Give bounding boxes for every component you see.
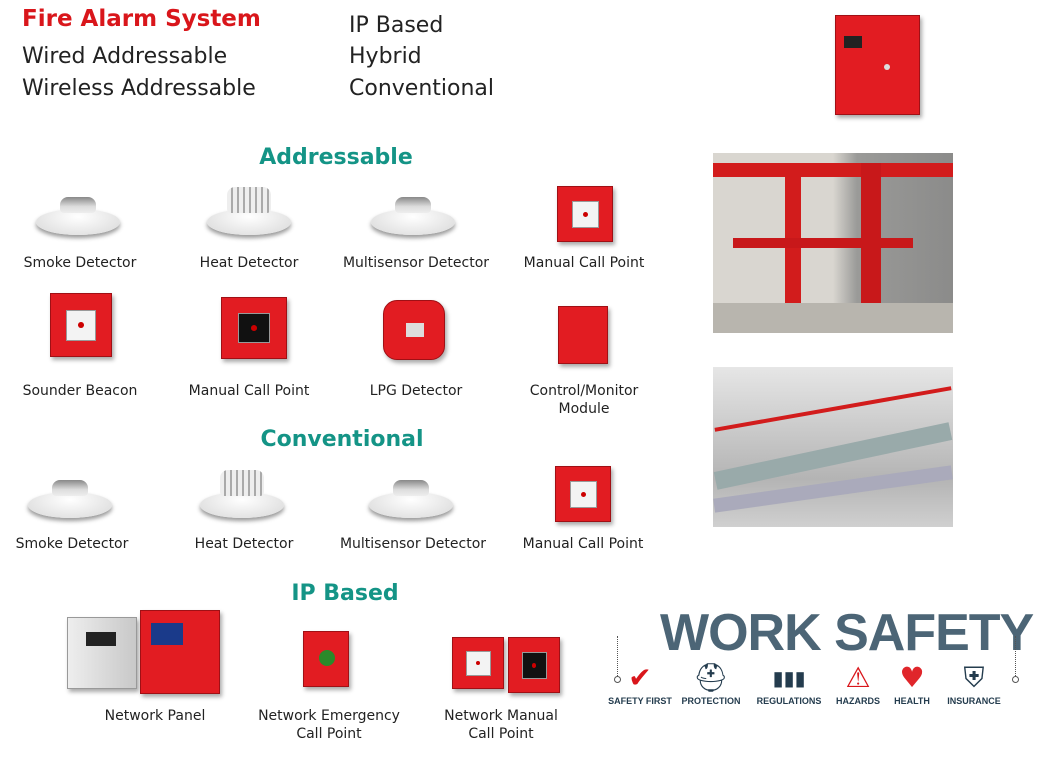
product-label: Network Panel <box>104 708 206 724</box>
product-label: Manual Call Point <box>522 536 644 552</box>
heading-addressable: Addressable <box>259 145 413 170</box>
check-person-icon: ✔ <box>628 661 652 694</box>
type-wireless-addressable: Wireless Addressable <box>22 76 256 101</box>
health-item: ♥HEALTH <box>872 660 952 706</box>
shield-person-icon: ⛨ <box>963 661 985 694</box>
network-manual-call-point-image <box>508 637 560 693</box>
regulations-item: ▮▮▮REGULATIONS <box>749 660 829 706</box>
product-label: Manual Call Point <box>523 255 645 271</box>
page-title: Fire Alarm System <box>22 6 261 32</box>
type-wired-addressable: Wired Addressable <box>22 44 228 69</box>
product-label: Control/Monitor <box>529 383 639 399</box>
fire-alarm-panel-image <box>835 15 920 115</box>
manual-call-point-image <box>557 186 613 242</box>
multisensor-detector-image <box>371 195 455 235</box>
network-emergency-call-point-image <box>303 631 349 687</box>
product-label: Call Point <box>296 726 362 742</box>
protection-item: ⛑PROTECTION <box>671 660 751 706</box>
sounder-beacon-image <box>50 293 112 357</box>
product-label: Call Point <box>468 726 534 742</box>
product-label: Manual Call Point <box>188 383 310 399</box>
smoke-detector-image <box>28 478 112 518</box>
heat-detector-image <box>207 187 291 235</box>
product-label: LPG Detector <box>369 383 463 399</box>
warning-triangle-icon: ⚠ <box>845 661 871 694</box>
network-panel-image <box>140 610 220 694</box>
network-manual-call-point-image <box>452 637 504 689</box>
insurance-item: ⛨INSURANCE <box>934 660 1014 706</box>
heart-hand-icon: ♥ <box>899 661 925 694</box>
manual-call-point-image <box>555 466 611 522</box>
smoke-detector-image <box>36 195 120 235</box>
product-label: Multisensor Detector <box>342 255 490 271</box>
product-label: Module <box>558 401 610 417</box>
work-safety-title: WORK SAFETY <box>660 604 1034 662</box>
hardhat-worker-icon: ⛑ <box>693 661 729 694</box>
control-monitor-module-image <box>558 306 608 364</box>
lpg-detector-image <box>383 300 445 360</box>
manual-call-point-image <box>221 297 287 359</box>
type-ip-based: IP Based <box>349 13 444 38</box>
heat-detector-image <box>200 470 284 518</box>
hazards-item: ⚠HAZARDS <box>818 660 898 706</box>
binders-icon: ▮▮▮ <box>772 666 806 690</box>
type-conventional: Conventional <box>349 76 494 101</box>
type-hybrid: Hybrid <box>349 44 422 69</box>
fire-pipe-photo <box>713 153 953 333</box>
product-label: Heat Detector <box>199 255 299 271</box>
product-label: Smoke Detector <box>15 536 129 552</box>
network-panel-image <box>67 617 137 689</box>
product-label: Network Manual <box>444 708 558 724</box>
product-label: Smoke Detector <box>23 255 137 271</box>
product-label: Sounder Beacon <box>22 383 138 399</box>
heading-ip-based: IP Based <box>291 581 399 606</box>
product-label: Heat Detector <box>194 536 294 552</box>
product-label: Multisensor Detector <box>339 536 487 552</box>
multisensor-detector-image <box>369 478 453 518</box>
sprinkler-ceiling-photo <box>713 367 953 527</box>
safety-first-item: ✔SAFETY FIRST <box>600 660 680 706</box>
heading-conventional: Conventional <box>260 427 424 452</box>
product-label: Network Emergency <box>258 708 400 724</box>
